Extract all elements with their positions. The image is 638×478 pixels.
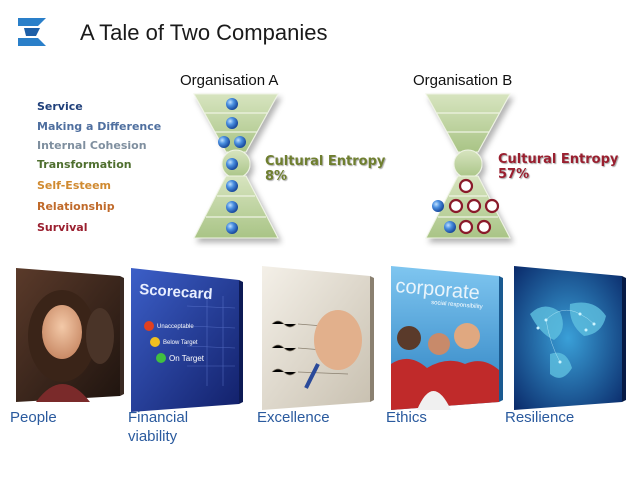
organisation-a-hourglass <box>186 92 286 248</box>
scorecard-line-unacceptable: Unacceptable <box>157 324 194 330</box>
organisation-b-entropy-label: Cultural Entropy <box>498 152 619 167</box>
level-label-transformation: Transformation <box>37 158 132 171</box>
excellence-image <box>258 264 374 410</box>
organisation-b-entropy-value: 57% <box>498 167 530 182</box>
scorecard-line-on-target: On Target <box>169 354 205 363</box>
level-label-self-esteem: Self-Esteem <box>37 179 112 192</box>
slide-title: A Tale of Two Companies <box>80 20 328 45</box>
organisation-a-entropy-label: Cultural Entropy <box>265 154 386 169</box>
ethics-caption: Ethics <box>386 409 427 426</box>
ethics-screen-subtitle: social responsibility <box>431 300 483 310</box>
level-label-internal-cohesion: Internal Cohesion <box>37 139 147 152</box>
organisation-a-entropy: Cultural Entropy 8% <box>265 154 385 184</box>
excellence-caption: Excellence <box>257 409 330 426</box>
ethics-image: corporate social responsibility <box>387 264 503 410</box>
level-label-survival: Survival <box>37 221 88 234</box>
level-label-making-a-difference: Making a Difference <box>37 120 162 133</box>
organisation-b-entropy: Cultural Entropy 57% <box>498 152 618 182</box>
scorecard-line-below-target: Below Target <box>163 340 198 346</box>
level-label-service: Service <box>37 100 83 113</box>
organisation-a-entropy-value: 8% <box>265 169 288 184</box>
financial-viability-caption: Financial viability <box>128 409 189 445</box>
company-logo-icon <box>14 14 50 50</box>
organisation-b-label: Organisation B <box>413 72 513 89</box>
scorecard-screen-title: Scorecard <box>139 281 213 303</box>
level-label-relationship: Relationship <box>37 200 115 213</box>
organisation-a-label: Organisation A <box>180 72 279 89</box>
organisation-b-hourglass <box>418 92 518 248</box>
resilience-image <box>510 264 626 410</box>
people-image <box>12 266 124 402</box>
people-caption: People <box>10 409 57 426</box>
scorecard-image: Scorecard Unacceptable Below Target On T… <box>127 266 243 412</box>
resilience-caption: Resilience <box>505 409 575 426</box>
